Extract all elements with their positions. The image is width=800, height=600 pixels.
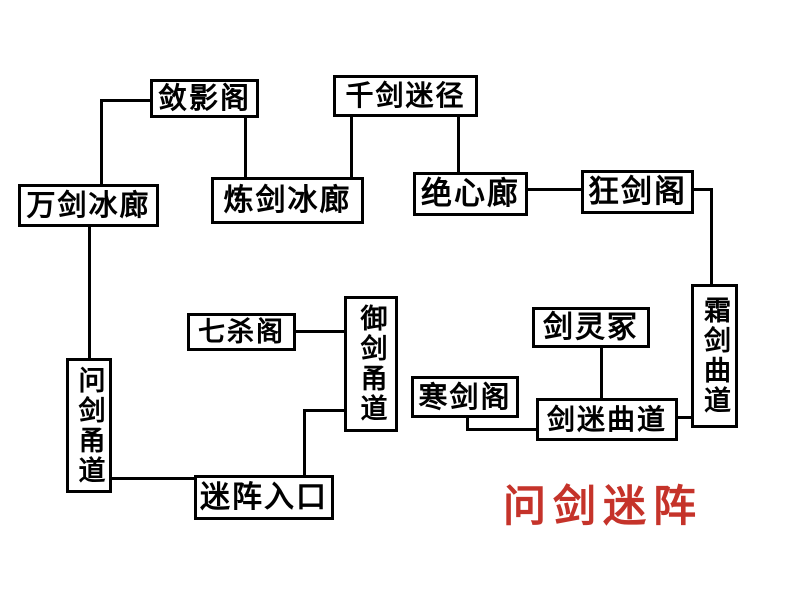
node-hanjiange: 寒剑阁	[411, 376, 519, 418]
node-kuangjiange: 狂剑阁	[581, 170, 694, 214]
edge-wenjianyongdao-mizhenrukou	[109, 477, 196, 480]
edge-hanjiange-jianmiqudao-h	[466, 428, 538, 431]
edge-wanjianbinglang-wenjianyongdao	[88, 224, 91, 360]
maze-title: 问剑迷阵	[503, 482, 703, 532]
edge-juexinlang-kuangjiange	[525, 188, 583, 191]
node-yujianyongdao: 御剑甬道	[344, 296, 398, 432]
node-qishage: 七杀阁	[187, 313, 296, 351]
node-lianyingge: 敛影阁	[150, 79, 259, 118]
node-juexinlang: 绝心廊	[413, 172, 528, 216]
node-jianmiqudao: 剑迷曲道	[536, 398, 678, 441]
edge-lianyingge-lianjianbinglang	[244, 115, 247, 179]
edge-qianjianmijing-juexinlang	[457, 114, 460, 174]
edge-qishage-yujianyongdao	[293, 330, 346, 333]
edge-kuangjiange-shuangjianqudao-v	[710, 188, 713, 286]
edge-jianlingzhong-jianmiqudao	[600, 345, 603, 400]
edge-yujianyongdao-mizhenrukou-h	[303, 409, 346, 412]
edge-yujianyongdao-mizhenrukou-v	[303, 409, 306, 477]
node-wenjianyongdao: 问剑甬道	[66, 358, 112, 493]
edge-qianjianmijing-lianjianbinglang	[350, 114, 353, 179]
node-qianjianmijing: 千剑迷径	[333, 75, 478, 117]
edge-jianmiqudao-shuangjianqudao	[675, 416, 693, 419]
node-wanjianbinglang: 万剑冰廊	[18, 184, 159, 227]
edge-lianyingge-wanjianbinglang-v	[100, 99, 103, 187]
node-shuangjianqudao: 霜剑曲道	[691, 284, 738, 428]
edge-lianyingge-wanjianbinglang-h	[100, 99, 150, 102]
node-lianjianbinglang: 炼剑冰廊	[211, 177, 364, 224]
node-mizhenrukou: 迷阵入口	[194, 475, 334, 520]
edge-kuangjiange-shuangjianqudao-h	[691, 188, 713, 191]
edge-hanjiange-jianmiqudao-v	[466, 415, 469, 431]
node-jianlingzhong: 剑灵冢	[532, 307, 650, 348]
